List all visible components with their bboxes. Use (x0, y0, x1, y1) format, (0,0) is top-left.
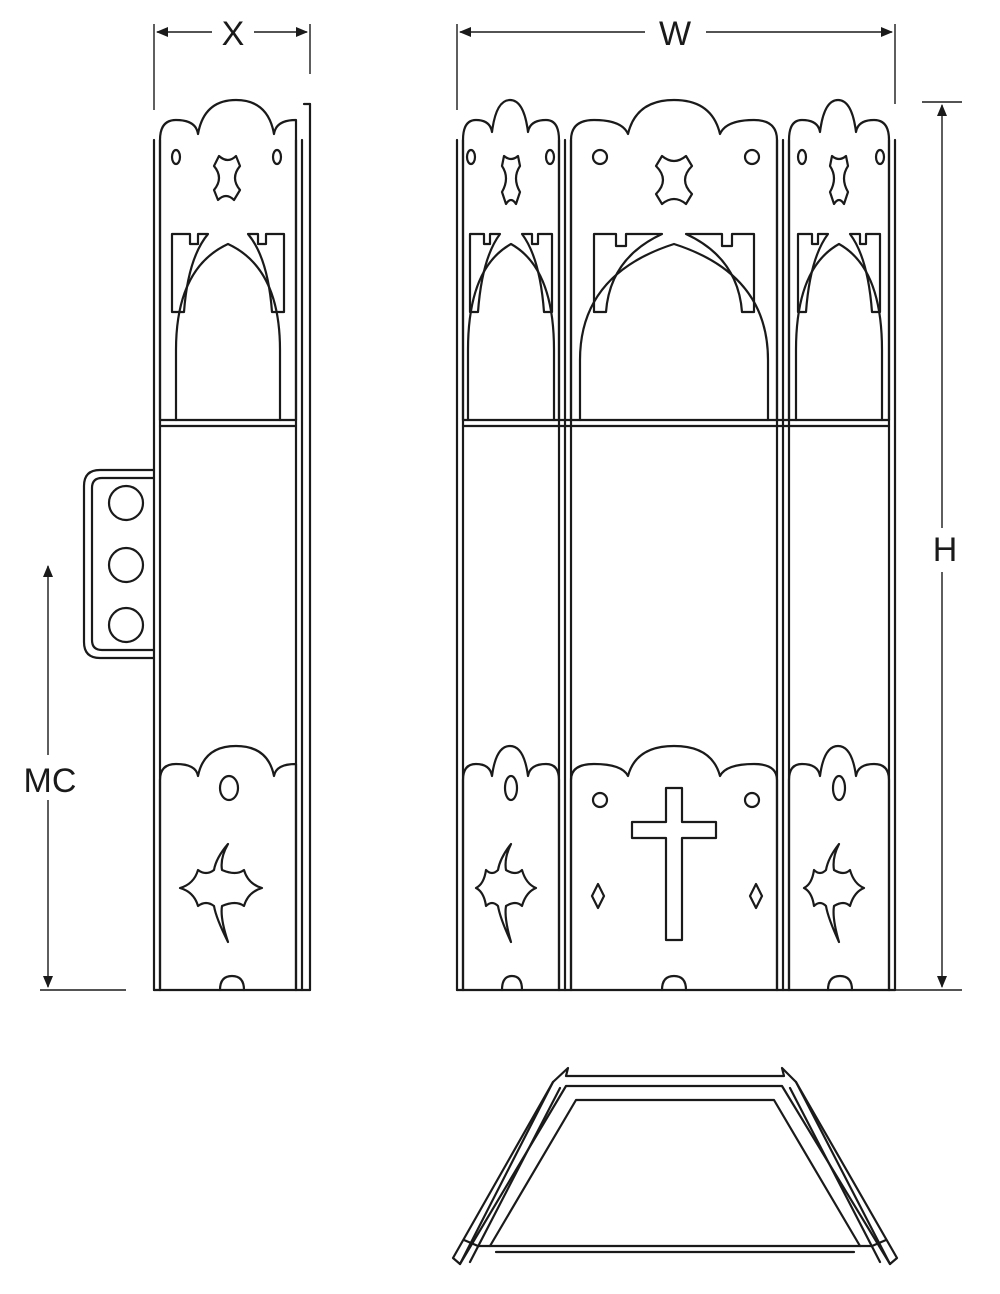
cross-ornament-icon (654, 154, 694, 206)
cross-ornament-icon (474, 842, 538, 944)
cross-ornament-icon (500, 154, 522, 206)
cross-icon (630, 786, 718, 942)
dimension-x: X (153, 15, 311, 110)
wall-bracket (82, 468, 156, 660)
top-view (451, 1066, 899, 1266)
dimension-mc: MC (24, 565, 126, 991)
dimension-h: H (895, 101, 962, 991)
cross-ornament-icon (212, 154, 242, 202)
cross-ornament-icon (828, 154, 850, 206)
right-panel (787, 98, 891, 992)
mounting-hole-icon (107, 606, 145, 644)
h-dimension-label: H (933, 531, 958, 569)
dimension-w: W (456, 15, 896, 110)
x-dimension-label: X (222, 15, 245, 53)
cross-ornament-icon (802, 842, 866, 944)
w-dimension-label: W (659, 15, 691, 53)
mc-dimension-label: MC (24, 762, 77, 800)
left-panel (461, 98, 561, 992)
cross-ornament-icon (178, 842, 264, 944)
side-view (82, 98, 312, 992)
mounting-hole-icon (107, 484, 145, 522)
center-panel (569, 98, 779, 992)
front-view (455, 98, 897, 992)
mounting-hole-icon (107, 546, 145, 584)
